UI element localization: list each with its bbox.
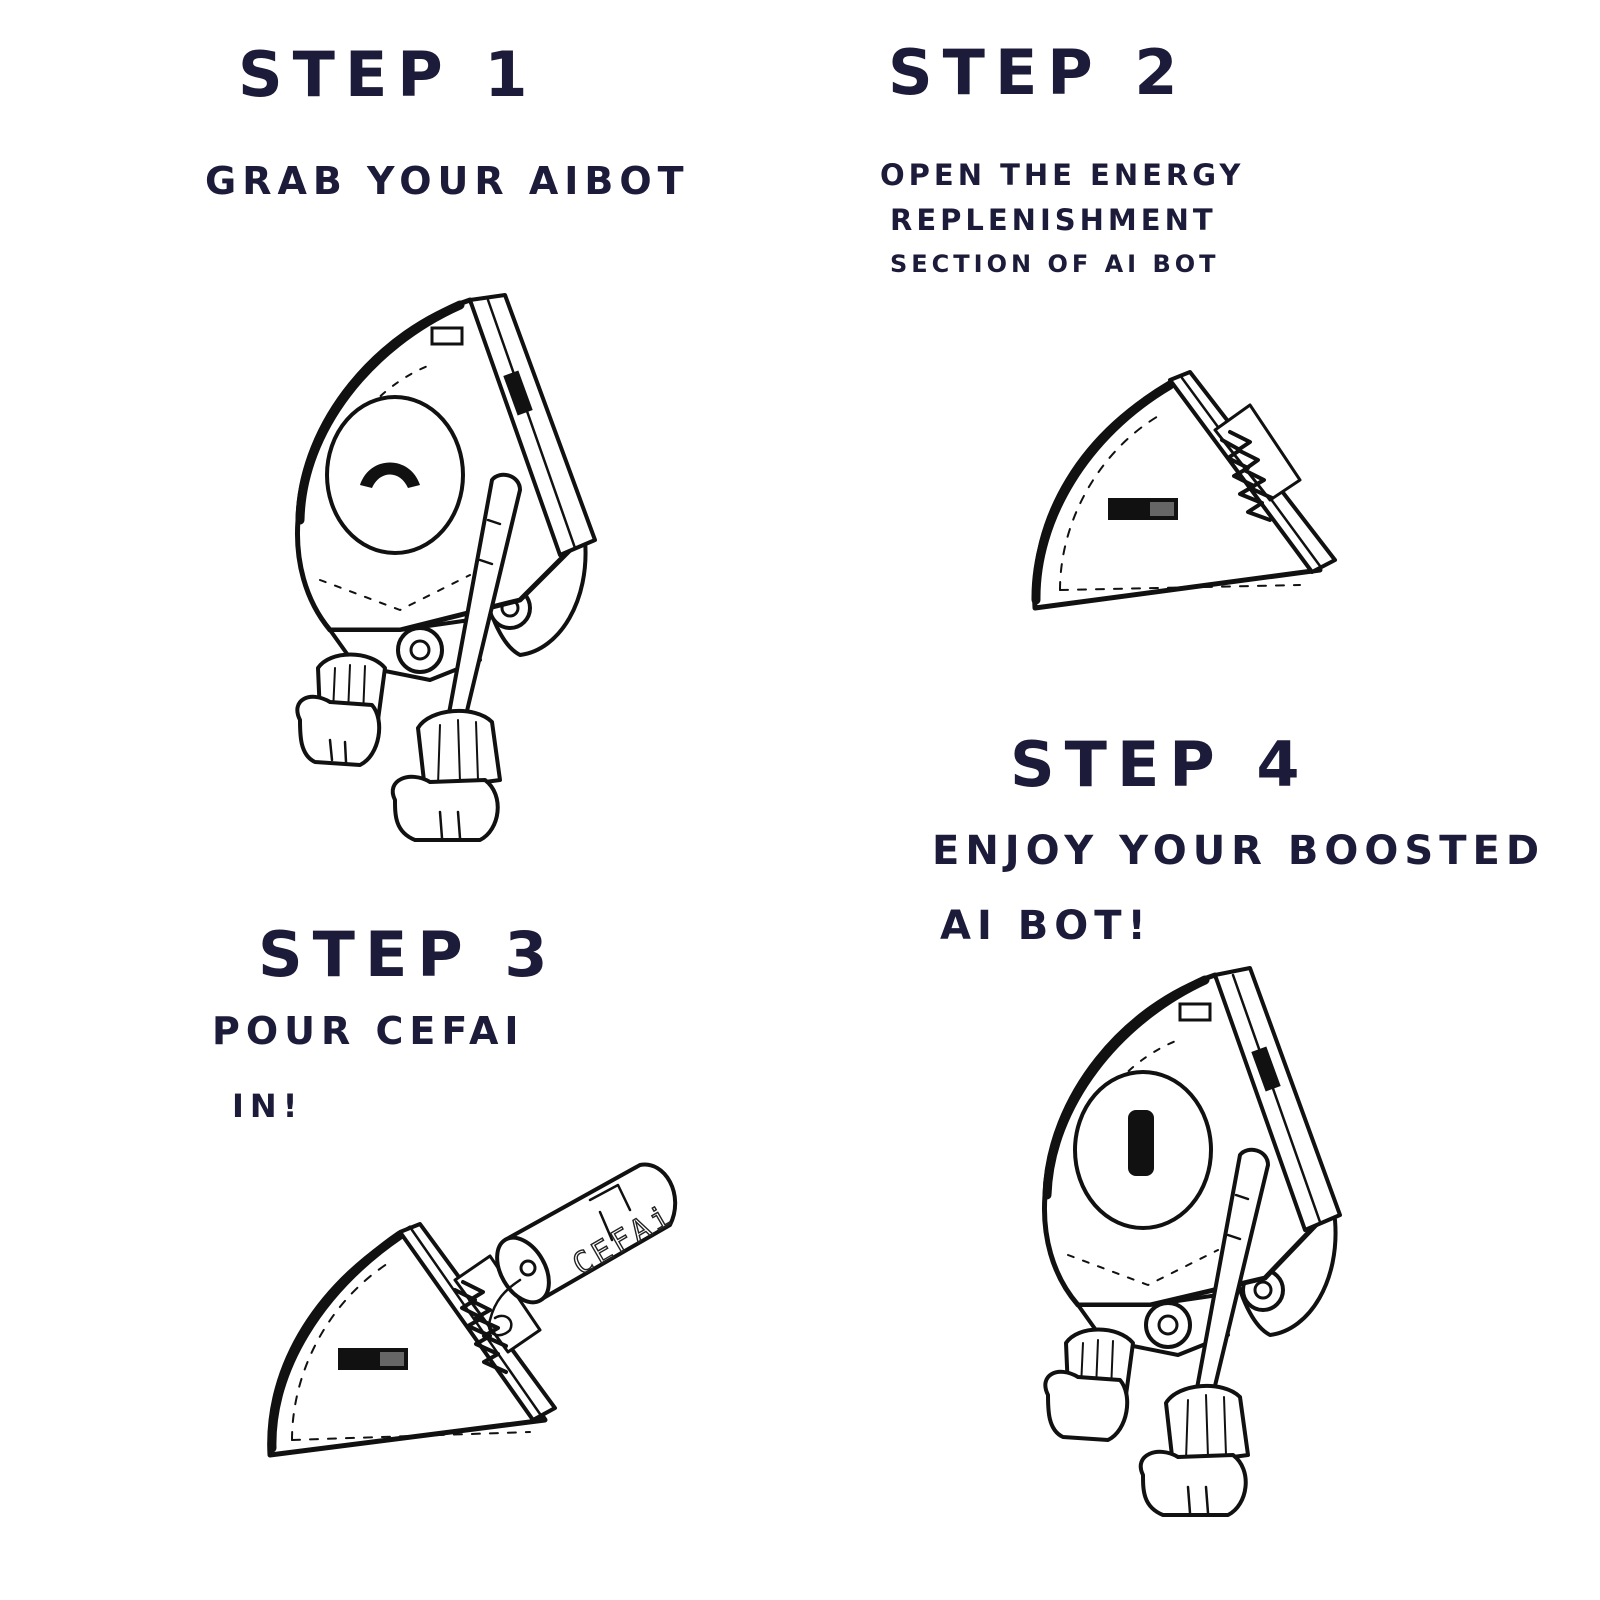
step-4-instruction-line-1: ENJOY YOUR BOOSTED (932, 828, 1546, 874)
robot-step2-drawing (1031, 370, 1337, 611)
step-1-title: STEP 1 (238, 38, 538, 111)
robot-step1-drawing (295, 293, 597, 842)
step-1-instruction: GRAB YOUR AiBOT (205, 159, 690, 203)
step-3-title: STEP 3 (258, 918, 558, 991)
step-2-instruction-line-3: SECTION OF AI BOT (890, 250, 1220, 278)
robot-step4-drawing (1042, 966, 1342, 1517)
step-3-instruction-line-2: IN! (232, 1087, 304, 1125)
robot-step3-drawing (267, 1162, 678, 1458)
step-3-instruction-line-1: POUR CEFAi (212, 1009, 525, 1053)
step-4-instruction-line-2: AI BOT! (940, 903, 1152, 949)
step-2-instruction-line-2: REPLENISHMENT (890, 203, 1217, 237)
step-2-title: STEP 2 (888, 36, 1188, 109)
step-2-instruction-line-1: OPEN THE ENERGY (880, 158, 1245, 192)
energy-drink-can-icon (487, 1162, 678, 1337)
step-4-title: STEP 4 (1010, 728, 1310, 801)
